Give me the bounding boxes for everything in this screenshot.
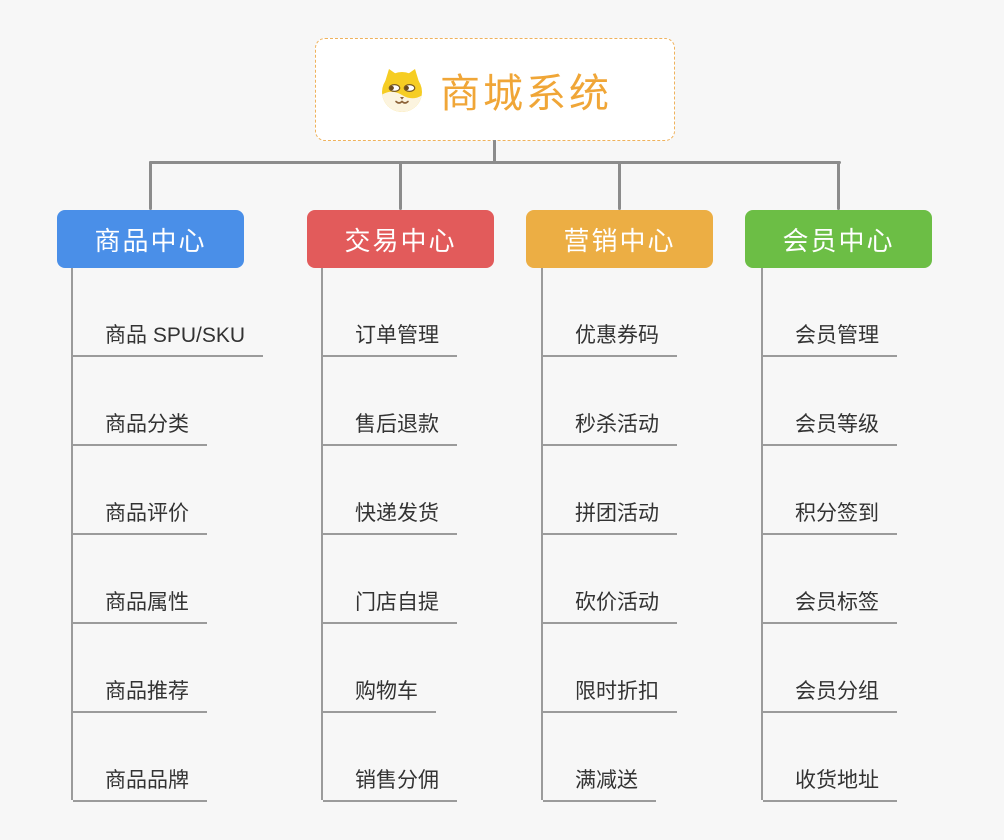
branch-item[interactable]: 门店自提 xyxy=(323,587,457,624)
branch-item[interactable]: 限时折扣 xyxy=(543,676,677,713)
bus-line xyxy=(149,161,841,164)
branch-node-product-center[interactable]: 商品中心 xyxy=(57,210,244,268)
branch-item[interactable]: 秒杀活动 xyxy=(543,409,677,446)
branch-item[interactable]: 售后退款 xyxy=(323,409,457,446)
root-node[interactable]: 商城系统 xyxy=(315,38,675,141)
branch-node-member-center[interactable]: 会员中心 xyxy=(745,210,932,268)
branch-drop-line xyxy=(617,161,621,210)
root-title: 商城系统 xyxy=(440,71,612,116)
branch-item[interactable]: 销售分佣 xyxy=(323,765,457,802)
branch-item[interactable]: 优惠券码 xyxy=(543,320,677,357)
branch-item[interactable]: 会员标签 xyxy=(763,587,897,624)
branch-item[interactable]: 收货地址 xyxy=(763,765,897,802)
branch-item[interactable]: 商品品牌 xyxy=(73,765,207,802)
branch-node-marketing-center[interactable]: 营销中心 xyxy=(526,210,713,268)
dog-face-icon xyxy=(382,68,422,112)
branch-item[interactable]: 积分签到 xyxy=(763,498,897,535)
branch-column-trade-center: 订单管理 售后退款 快递发货 门店自提 购物车 销售分佣 xyxy=(321,268,457,802)
branch-column-product-center: 商品 SPU/SKU 商品分类 商品评价 商品属性 商品推荐 商品品牌 xyxy=(71,268,264,802)
branch-item[interactable]: 会员等级 xyxy=(763,409,897,446)
branch-drop-line xyxy=(836,161,840,210)
branch-node-trade-center[interactable]: 交易中心 xyxy=(307,210,494,268)
branch-label: 交易中心 xyxy=(344,225,457,256)
branch-drop-line xyxy=(148,161,152,210)
branch-item[interactable]: 商品分类 xyxy=(73,409,207,446)
branch-item[interactable]: 商品评价 xyxy=(73,498,207,535)
branch-item[interactable]: 砍价活动 xyxy=(543,587,677,624)
branch-item[interactable]: 商品属性 xyxy=(73,587,207,624)
branch-column-member-center: 会员管理 会员等级 积分签到 会员标签 会员分组 收货地址 xyxy=(761,268,897,802)
branch-item[interactable]: 商品 SPU/SKU xyxy=(73,320,264,357)
branch-label: 会员中心 xyxy=(782,225,895,256)
branch-label: 营销中心 xyxy=(563,225,676,256)
branch-drop-line xyxy=(398,161,402,210)
branch-item[interactable]: 满减送 xyxy=(543,765,656,802)
branch-item[interactable]: 商品推荐 xyxy=(73,676,207,713)
branch-item[interactable]: 拼团活动 xyxy=(543,498,677,535)
branch-item[interactable]: 快递发货 xyxy=(323,498,457,535)
branch-label: 商品中心 xyxy=(94,225,207,256)
root-drop-line xyxy=(493,140,496,162)
branch-item[interactable]: 订单管理 xyxy=(323,320,457,357)
branch-item[interactable]: 会员分组 xyxy=(763,676,897,713)
branch-item[interactable]: 购物车 xyxy=(323,676,436,713)
branch-item[interactable]: 会员管理 xyxy=(763,320,897,357)
branch-column-marketing-center: 优惠券码 秒杀活动 拼团活动 砍价活动 限时折扣 满减送 xyxy=(541,268,677,802)
